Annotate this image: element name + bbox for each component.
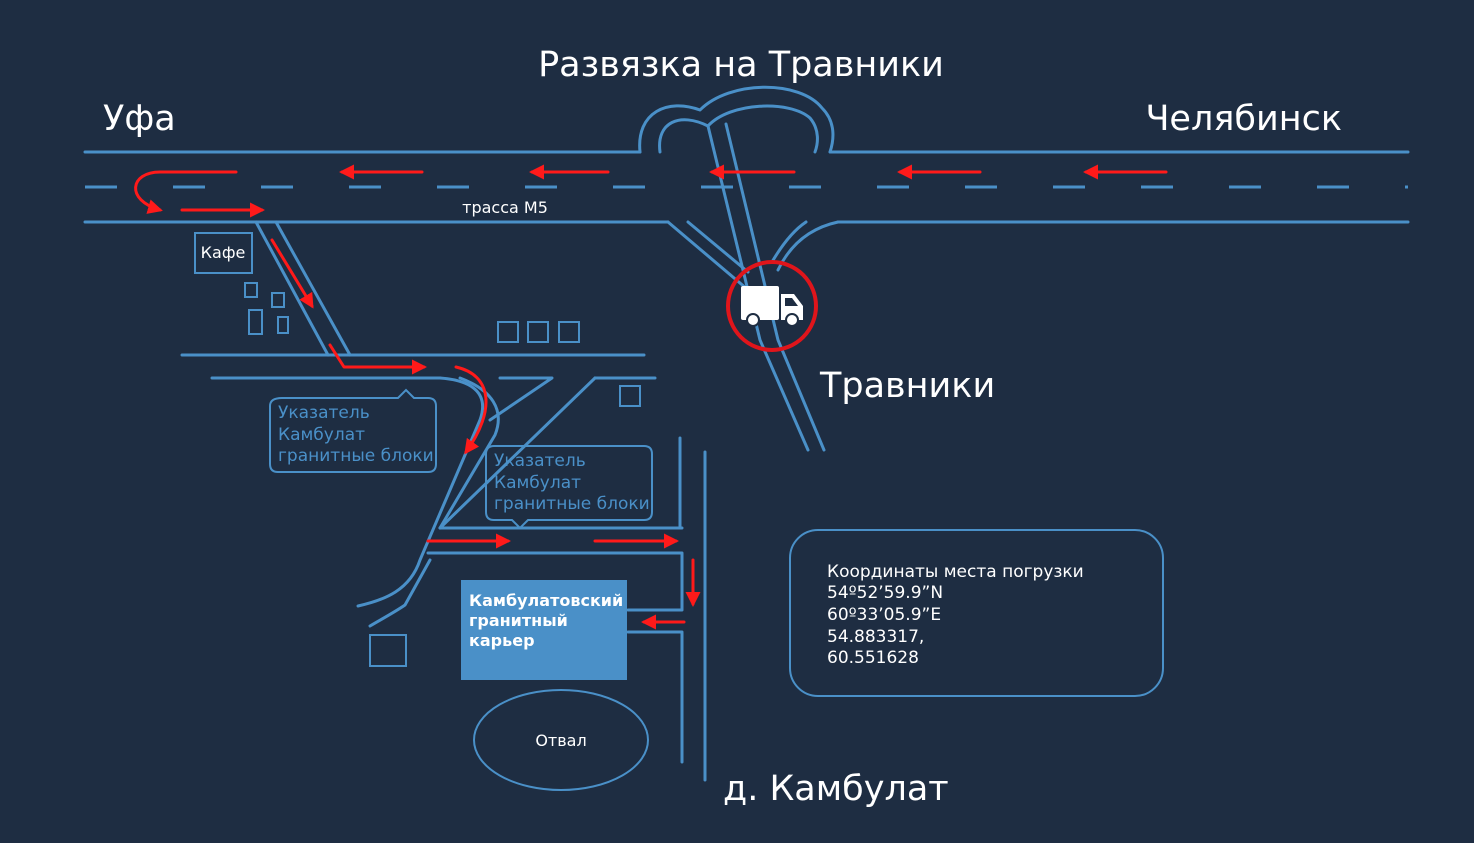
quarry-line-1: Камбулатовский: [469, 591, 623, 610]
sign-right-line-1: Указатель: [494, 451, 586, 471]
coordinates-line-3: 54.883317,: [827, 627, 924, 647]
truck-icon: [741, 286, 803, 327]
cafe-label: Кафе: [201, 243, 246, 262]
interchange: [638, 85, 840, 452]
interchange-label: Развязка на Травники: [538, 45, 944, 85]
kambulat-village-label: д. Камбулат: [723, 769, 949, 809]
sign-left-line-2: Камбулат: [278, 425, 365, 445]
sign-left: Указатель Камбулат гранитные блоки: [269, 388, 437, 473]
exit-road: [180, 220, 707, 782]
sign-right-line-3: гранитные блоки: [494, 494, 650, 514]
sign-right: Указатель Камбулат гранитные блоки: [485, 445, 653, 530]
dump-label: Отвал: [535, 731, 586, 750]
coordinates-title: Координаты места погрузки: [827, 562, 1084, 582]
highway-m5: [83, 150, 1410, 224]
buildings: [244, 282, 641, 667]
sign-left-line-3: гранитные блоки: [278, 446, 434, 466]
highway-label: трасса М5: [462, 198, 548, 217]
travniki-label: Травники: [819, 366, 995, 406]
sign-right-line-2: Камбулат: [494, 473, 581, 493]
coordinates-box: Координаты места погрузки 54º52’59.9”N 6…: [789, 529, 1164, 697]
dump: Отвал: [473, 689, 649, 791]
sign-left-line-1: Указатель: [278, 403, 370, 423]
route-arrows: [134, 164, 1168, 630]
chelyabinsk-label: Челябинск: [1145, 99, 1342, 139]
location-circle-icon: [726, 260, 818, 352]
coordinates-line-2: 60º33’05.9”E: [827, 605, 941, 625]
coordinates-line-4: 60.551628: [827, 648, 919, 668]
coordinates-line-1: 54º52’59.9”N: [827, 583, 943, 603]
cafe: Кафе: [194, 232, 253, 274]
ufa-label: Уфа: [103, 99, 176, 139]
quarry-line-2: гранитный: [469, 611, 568, 630]
quarry: Камбулатовский гранитный карьер: [461, 580, 627, 680]
quarry-line-3: карьер: [469, 631, 535, 650]
